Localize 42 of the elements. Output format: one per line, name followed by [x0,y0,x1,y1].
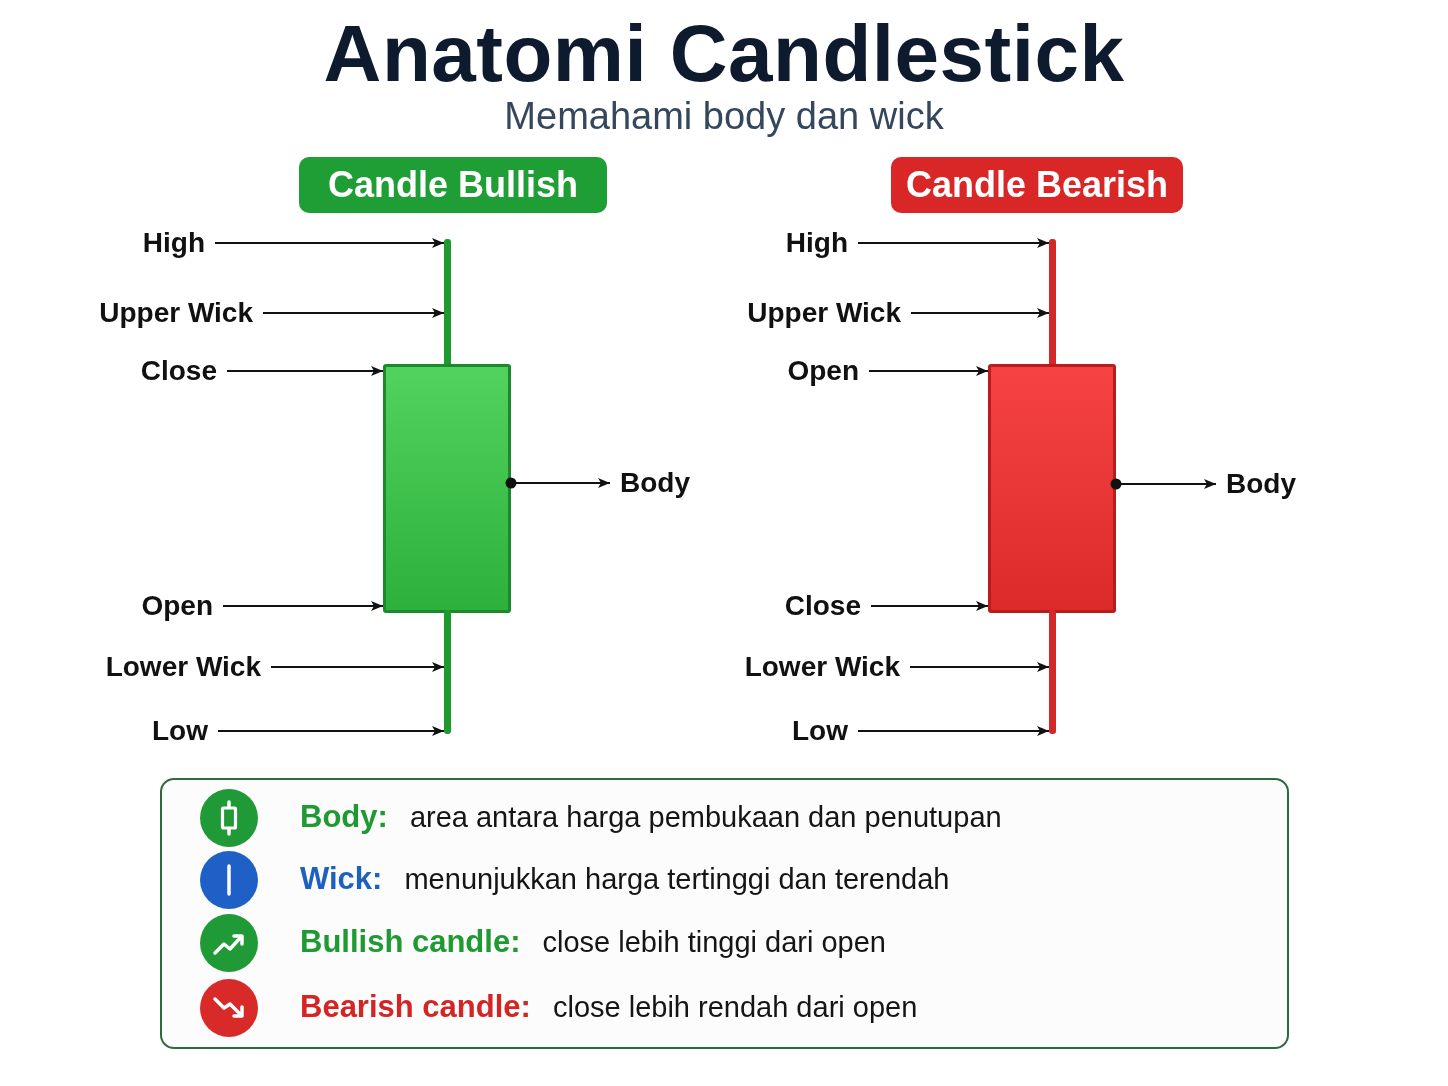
upper-wick [444,239,451,367]
leader-line [262,308,445,318]
legend-text: Bearish candle: close lebih rendah dari open [300,988,918,1026]
candle-body [988,364,1116,613]
leader-line [226,366,384,376]
heading-banner: Candle Bullish [299,157,607,213]
leader-line [910,308,1050,318]
legend-text: Body: area antara harga pembukaan dan penutupan [300,798,1002,836]
callout-label: Low [792,714,848,748]
leader-line [270,662,445,672]
callout-label: Open [787,354,859,388]
callout-label: Body [1226,467,1296,501]
callout-label: Lower Wick [744,650,900,684]
leader-line [505,477,611,489]
lower-wick [1049,610,1056,734]
heading-banner: Candle Bearish [891,157,1183,213]
callout-label: Low [152,714,208,748]
leader-line [857,726,1050,736]
callout-label: Lower Wick [105,650,261,684]
title: Anatomi Candlestick [323,14,1125,94]
leader-line [217,726,445,736]
callout-label: Close [784,589,861,623]
callout-label: High [785,226,848,260]
leader-line [1110,478,1217,490]
leader-line [870,601,989,611]
callout-label: Open [141,589,213,623]
leader-line [214,238,445,248]
callout-label: Close [140,354,217,388]
callout-label: Upper Wick [99,296,253,330]
leader-line [868,366,989,376]
leader-line [909,662,1050,672]
upper-wick [1049,239,1056,367]
candle-body [383,364,511,613]
subtitle: Memahami body dan wick [504,95,944,137]
lower-wick [444,610,451,734]
legend-text: Wick: menunjukkan harga tertinggi dan terendah [300,860,950,898]
legend-text: Bullish candle: close lebih tinggi dari open [300,923,886,961]
leader-line [857,238,1050,248]
callout-label: High [142,226,205,260]
callout-label: Body [620,466,690,500]
callout-label: Upper Wick [747,296,901,330]
leader-line [222,601,384,611]
